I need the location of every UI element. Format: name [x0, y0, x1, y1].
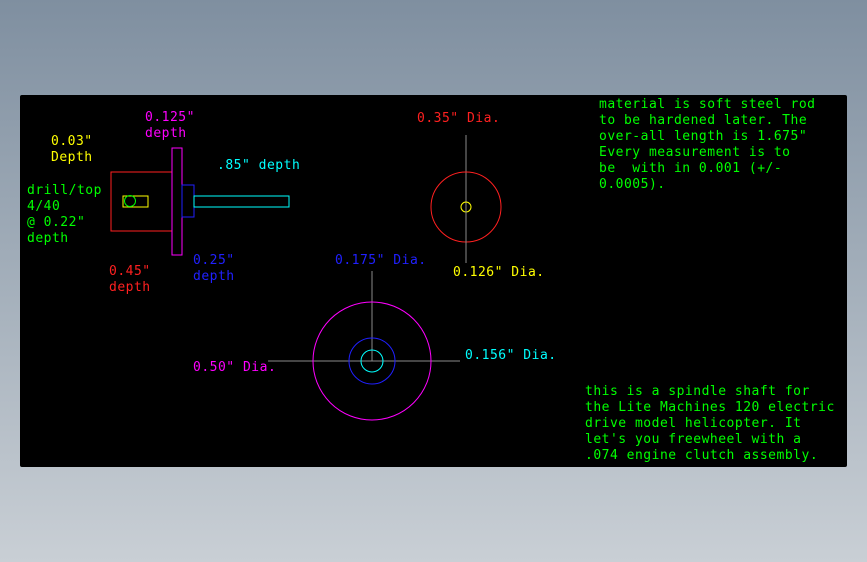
label-drill-tap: drill/top 4/40 @ 0.22" depth — [27, 183, 102, 246]
label-035-dia: 0.35" Dia. — [417, 111, 501, 126]
drill-hole-outline — [122, 195, 149, 208]
drawing-canvas[interactable]: 0.03" Depth 0.125" depth .85" depth dril… — [20, 95, 847, 467]
note-material: material is soft steel rod to be hardene… — [599, 97, 816, 192]
label-085-depth: .85" depth — [217, 158, 301, 173]
collar-outline — [181, 184, 195, 218]
label-0156-dia: 0.156" Dia. — [465, 348, 557, 363]
note-description: this is a spindle shaft for the Lite Mac… — [585, 384, 835, 463]
label-025-depth: 0.25" depth — [193, 253, 235, 284]
label-0175-dia: 0.175" Dia. — [335, 253, 427, 268]
label-003-depth: 0.03" Depth — [51, 134, 93, 165]
drill-hole-end — [124, 195, 136, 207]
flange-outline — [171, 147, 183, 256]
circle-0156-dia — [360, 349, 384, 373]
circle-0175-dia — [348, 337, 396, 385]
label-045-depth: 0.45" depth — [109, 264, 151, 295]
cad-drawing — [110, 135, 502, 421]
label-050-dia: 0.50" Dia. — [193, 360, 277, 375]
circle-050-dia — [312, 301, 432, 421]
main-body-outline — [110, 171, 173, 232]
label-0125-depth: 0.125" depth — [145, 110, 195, 141]
pin-outline — [193, 195, 290, 208]
label-0126-dia: 0.126" Dia. — [453, 265, 545, 280]
